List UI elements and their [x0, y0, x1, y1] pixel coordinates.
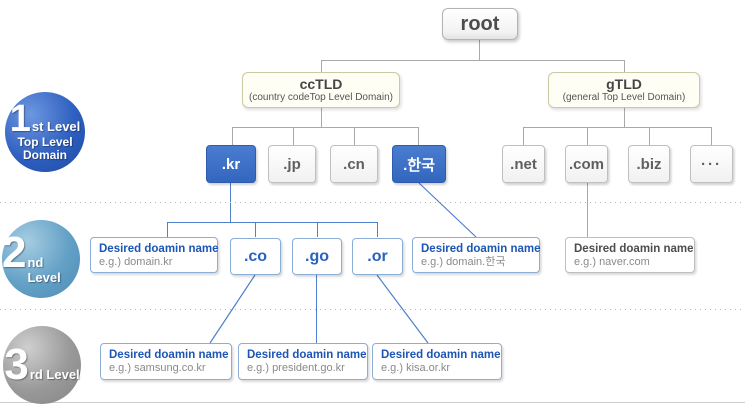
sld-or-node: .or [352, 238, 403, 275]
desired-domain-title: Desired doamin name [247, 349, 367, 361]
gtld-title: gTLD [606, 75, 642, 92]
level-3-number: 3 [4, 340, 29, 389]
desired-domain-title: Desired doamin name [574, 242, 694, 255]
cctld-node: ccTLD (country codeTop Level Domain) [242, 72, 400, 108]
desired-domain-title: Desired doamin name [109, 349, 229, 361]
third-level-or-kr-example: Desired doamin name e.g.) kisa.or.kr [372, 343, 502, 380]
level-1-caption-line2: Domain [22, 148, 67, 162]
level-1-suffix: st Level [31, 119, 81, 134]
desired-domain-title: Desired doamin name [381, 349, 501, 361]
tld-com-node: .com [565, 145, 608, 183]
level-3-suffix: rd Level [29, 367, 80, 382]
tld-biz-node: .biz [628, 145, 670, 183]
desired-domain-example: e.g.) domain.kr [99, 255, 173, 268]
tld-net-node: .net [502, 145, 545, 183]
third-level-co-kr-example: Desired doamin name e.g.) samsung.co.kr [100, 343, 232, 380]
tld-jp-node: .jp [268, 145, 316, 183]
level-1-caption-line1: Top Level [17, 135, 73, 149]
level-separator-1 [0, 202, 745, 203]
desired-domain-example: e.g.) domain.한국 [421, 255, 506, 268]
level-1-number: 1 [9, 98, 31, 140]
second-level-com-example: Desired doamin name e.g.) naver.com [565, 237, 695, 273]
cctld-subtitle: (country codeTop Level Domain) [249, 91, 393, 103]
cctld-title: ccTLD [299, 75, 343, 92]
third-level-go-kr-example: Desired doamin name e.g.) president.go.k… [238, 343, 368, 380]
tld-cn-node: .cn [330, 145, 378, 183]
desired-domain-example: e.g.) kisa.or.kr [381, 362, 451, 374]
level-1-badge: 1 st Level Top Level Domain [5, 92, 85, 172]
tld-hanguk-node: .한국 [392, 145, 446, 183]
sld-go-node: .go [292, 238, 342, 275]
desired-domain-example: e.g.) naver.com [574, 255, 650, 268]
level-2-number: 2 [2, 228, 27, 277]
tld-kr-node: .kr [206, 145, 256, 183]
desired-domain-title: Desired doamin name [99, 242, 219, 255]
gtld-subtitle: (general Top Level Domain) [562, 91, 686, 103]
level-separator-2 [0, 309, 745, 310]
level-2-badge: 2 nd Level [2, 220, 80, 298]
bottom-border [0, 402, 745, 403]
level-2-suffix: nd Level [27, 255, 61, 285]
second-level-hanguk-example: Desired doamin name e.g.) domain.한국 [412, 237, 541, 273]
gtld-node: gTLD (general Top Level Domain) [548, 72, 700, 108]
sld-co-node: .co [230, 238, 281, 275]
second-level-kr-example: Desired doamin name e.g.) domain.kr [90, 237, 219, 273]
desired-domain-title: Desired doamin name [421, 242, 541, 255]
desired-domain-example: e.g.) president.go.kr [247, 362, 345, 374]
desired-domain-example: e.g.) samsung.co.kr [109, 362, 206, 374]
root-node: root [442, 8, 518, 40]
level-3-badge: 3 rd Level [3, 326, 81, 404]
tld-ellipsis-node: ··· [690, 145, 733, 183]
